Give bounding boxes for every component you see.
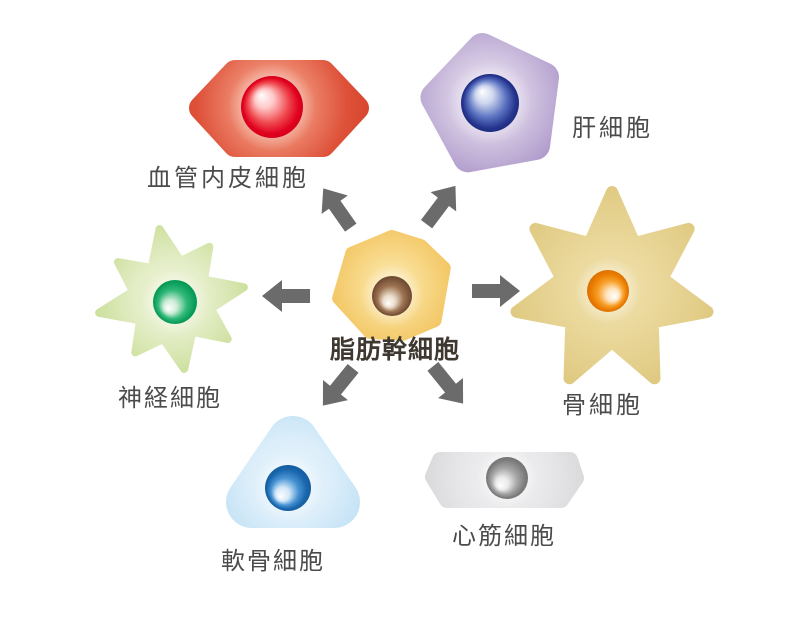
arrow-right-icon	[472, 275, 520, 307]
label-neuron: 神経細胞	[118, 384, 222, 412]
cell-adipose-stem	[332, 230, 451, 341]
cell-hepatocyte	[420, 33, 559, 173]
cell-chondrocyte	[226, 416, 360, 528]
cell-vascular-endothelial	[189, 60, 369, 157]
cell-neuron	[95, 225, 248, 373]
cell-cardiomyocyte	[425, 448, 584, 508]
label-chondrocyte: 軟骨細胞	[221, 547, 325, 575]
label-adipose-stem-cell: 脂肪幹細胞	[330, 335, 461, 364]
arrow-down-left-icon	[322, 363, 359, 406]
arrow-left-icon	[262, 280, 310, 312]
nucleus	[461, 74, 519, 132]
arrow-down-right-icon	[427, 361, 464, 404]
nucleus	[587, 270, 629, 312]
nucleus	[153, 280, 197, 324]
nucleus	[265, 465, 311, 511]
nucleus	[241, 76, 303, 138]
nucleus	[372, 276, 412, 316]
nucleus	[486, 457, 528, 499]
label-osteocyte: 骨細胞	[562, 391, 643, 419]
arrow-up-right-icon	[420, 185, 457, 229]
differentiation-arrows	[262, 185, 520, 406]
cell-osteocyte	[510, 186, 714, 385]
label-vascular-endothelial: 血管内皮細胞	[147, 164, 309, 192]
label-hepatocyte: 肝細胞	[572, 114, 653, 142]
arrow-up-left-icon	[321, 188, 357, 232]
label-cardiomyocyte: 心筋細胞	[452, 522, 556, 550]
